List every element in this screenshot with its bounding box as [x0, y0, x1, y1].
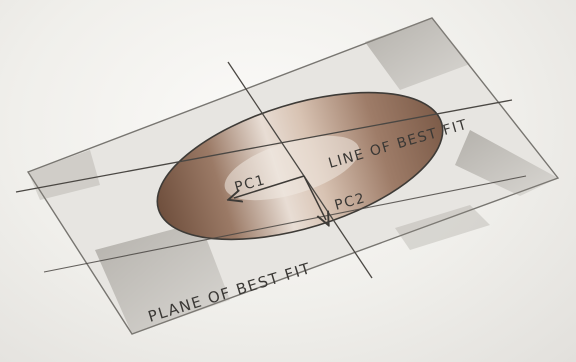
pca-diagram: LINE OF BEST FIT PLANE OF BEST FIT PC1 P…: [0, 0, 576, 362]
pca-sketch: LINE OF BEST FIT PLANE OF BEST FIT PC1 P…: [0, 0, 576, 362]
